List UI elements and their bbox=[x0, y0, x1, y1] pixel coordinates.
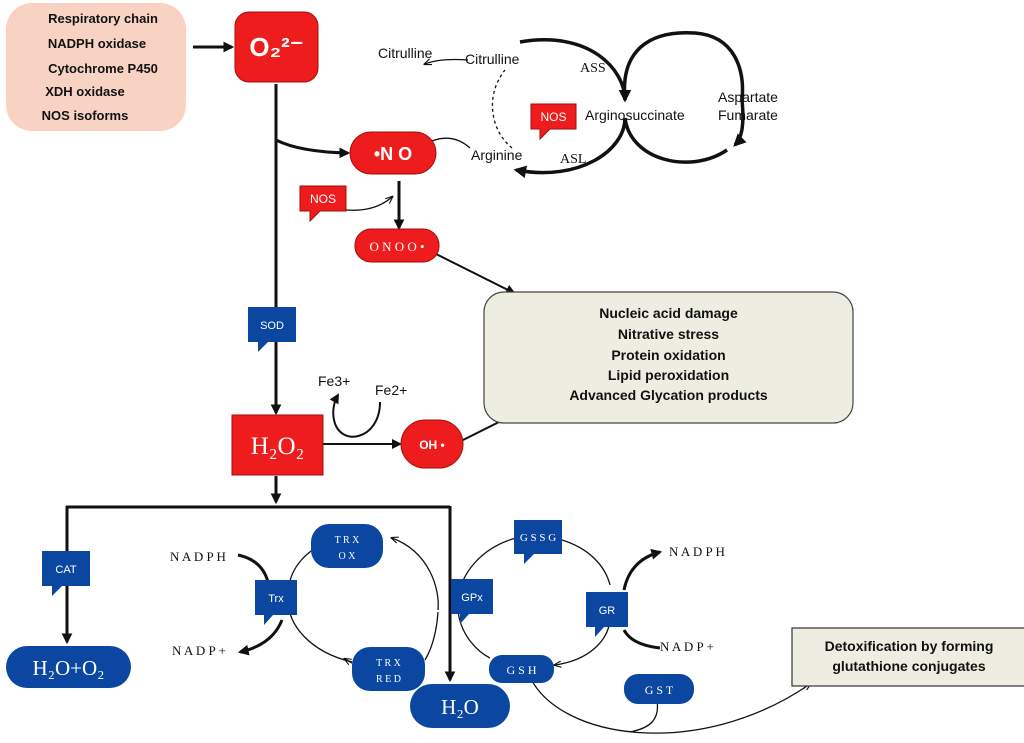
gpx-callout: GPx bbox=[451, 579, 493, 624]
ass-label: ASS bbox=[580, 61, 606, 76]
damage-item: Advanced Glycation products bbox=[569, 387, 768, 403]
nos-cycle-label: NOS bbox=[540, 110, 566, 124]
gst-node: G S T bbox=[624, 674, 694, 704]
ros-sources-panel: Respiratory chain NADPH oxidase Cytochro… bbox=[6, 3, 186, 131]
fe3-label: Fe3+ bbox=[318, 373, 350, 389]
trx-red-label-line1: T R X bbox=[376, 658, 402, 669]
trx-ox-label-line1: T R X bbox=[335, 535, 361, 546]
source-item: Cytochrome P450 bbox=[48, 61, 158, 76]
damage-item: Nitrative stress bbox=[618, 326, 719, 342]
superoxide-label: O₂²⁻ bbox=[249, 32, 303, 62]
gssg-label: G S S G bbox=[520, 532, 556, 544]
gst-label: G S T bbox=[645, 683, 674, 697]
source-item: Respiratory chain bbox=[48, 11, 158, 26]
source-item: NOS isoforms bbox=[42, 108, 129, 123]
hydrogen-peroxide-node: H₂O₂ bbox=[231, 414, 324, 476]
nos-label: NOS bbox=[310, 192, 336, 206]
nos-cycle-callout: NOS bbox=[530, 103, 577, 141]
trx-label: Trx bbox=[268, 593, 284, 605]
cat-callout: CAT bbox=[42, 551, 90, 596]
gr-label: GR bbox=[599, 605, 616, 617]
asl-label: ASL bbox=[560, 152, 586, 167]
damage-item: Protein oxidation bbox=[611, 347, 725, 363]
water-oxygen-node: H₂O+O₂ bbox=[6, 646, 131, 688]
fe2-label: Fe2+ bbox=[375, 382, 407, 398]
aspartate-label: Aspartate bbox=[718, 89, 778, 105]
nitric-oxide-label: •N O bbox=[374, 144, 412, 164]
arginine-label: Arginine bbox=[471, 147, 523, 163]
trx-ox-node: T R X O X bbox=[311, 524, 383, 568]
water-label: H₂O bbox=[441, 695, 479, 719]
nitric-oxide-node: •N O bbox=[349, 131, 437, 175]
source-item: XDH oxidase bbox=[45, 84, 124, 99]
hydroxyl-label: OH • bbox=[419, 438, 445, 452]
gsh-node: G S H bbox=[489, 655, 554, 683]
hydroxyl-node: OH • bbox=[400, 419, 464, 469]
detox-line1: Detoxification by forming bbox=[825, 638, 994, 654]
damage-item: Lipid peroxidation bbox=[608, 367, 729, 383]
urea-cycle: Citrulline Citrulline ASS Arginosuccinat… bbox=[378, 30, 778, 179]
gr-callout: GR bbox=[586, 592, 628, 637]
sod-label: SOD bbox=[260, 320, 284, 332]
fumarate-label: Fumarate bbox=[718, 107, 778, 123]
superoxide-node: O₂²⁻ bbox=[234, 11, 319, 83]
water-oxygen-label: H₂O+O₂ bbox=[33, 656, 105, 680]
detox-line2: glutathione conjugates bbox=[832, 658, 985, 674]
trx-nadp-label: N A D P + bbox=[172, 643, 226, 658]
gr-nadp-label: N A D P + bbox=[660, 639, 714, 654]
oxidative-damage-panel: Nucleic acid damage Nitrative stress Pro… bbox=[483, 291, 854, 424]
damage-item: Nucleic acid damage bbox=[599, 305, 738, 321]
gsh-label: G S H bbox=[506, 663, 536, 677]
trx-red-label-line2: R E D bbox=[376, 674, 401, 685]
detoxification-panel: Detoxification by forming glutathione co… bbox=[791, 627, 1024, 687]
trx-callout: Trx bbox=[255, 580, 297, 625]
peroxynitrite-label: O N O O • bbox=[369, 239, 424, 254]
sod-callout: SOD bbox=[248, 307, 296, 352]
gssg-callout: G S S G bbox=[514, 520, 562, 564]
arginosuccinate-label: Arginosuccinate bbox=[585, 107, 685, 123]
source-item: NADPH oxidase bbox=[48, 36, 146, 51]
gr-nadph-label: N A D P H bbox=[669, 544, 725, 559]
nos-callout: NOS bbox=[299, 185, 347, 223]
trx-ox-label-line2: O X bbox=[339, 551, 357, 562]
cat-label: CAT bbox=[55, 564, 76, 576]
trx-nadph-label: N A D P H bbox=[170, 549, 226, 564]
hydrogen-peroxide-label: H₂O₂ bbox=[251, 433, 305, 460]
trx-red-node: T R X R E D bbox=[352, 647, 425, 691]
water-node: H₂O bbox=[410, 684, 510, 728]
peroxynitrite-node: O N O O • bbox=[354, 228, 440, 263]
citrulline-outer-label: Citrulline bbox=[378, 45, 433, 61]
gpx-label: GPx bbox=[461, 592, 483, 604]
citrulline-inner-label: Citrulline bbox=[465, 51, 520, 67]
